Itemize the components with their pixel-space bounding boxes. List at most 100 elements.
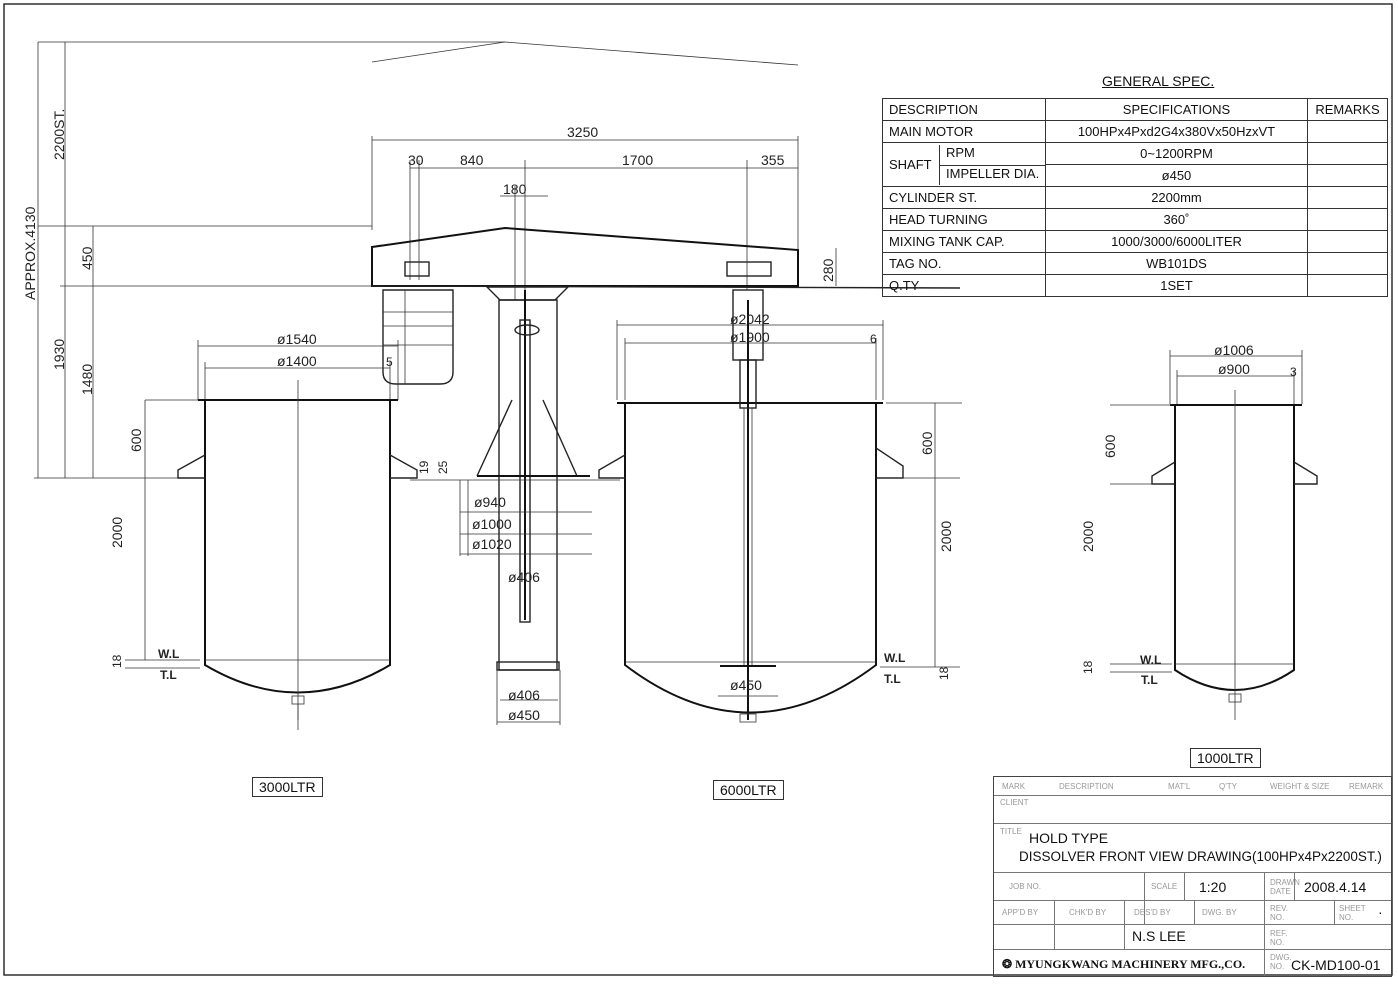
- dim-tank6000-inner: ø1900: [730, 329, 770, 345]
- tb-header-qty: Q'TY: [1219, 782, 1237, 791]
- dim-19: 19: [417, 460, 431, 474]
- dim-tank1000-inner: ø900: [1218, 361, 1250, 377]
- sheet-border: [3, 3, 1393, 976]
- dim-30: 30: [408, 152, 424, 168]
- tb-appd-by-label: APP'D BY: [1002, 908, 1039, 917]
- dim-col-940: ø940: [474, 494, 506, 510]
- tb-title-line2: DISSOLVER FRONT VIEW DRAWING(100HPx4Px22…: [1019, 849, 1382, 864]
- spec-row-head-turning: HEAD TURNING 360˚: [882, 208, 1389, 231]
- tank-6000-tag: 6000LTR: [713, 780, 784, 800]
- tb-designer: N.S LEE: [1132, 928, 1186, 944]
- tb-title-line1: HOLD TYPE: [1029, 830, 1109, 846]
- tb-dwg-no: CK-MD100-01: [1291, 957, 1381, 973]
- spec-label-shaft: SHAFT: [883, 144, 940, 185]
- spec-label: TAG NO.: [882, 252, 1046, 275]
- tb-header-description: DESCRIPTION: [1059, 782, 1114, 791]
- dim-180: 180: [503, 181, 527, 197]
- tb-sheet-no-label: SHEET NO.: [1339, 904, 1366, 922]
- tb-desd-by-label: DES'D BY: [1134, 908, 1171, 917]
- spec-label: Q.TY: [882, 274, 1046, 297]
- spec-row-shaft-impeller: ø450: [883, 164, 1389, 187]
- dim-600-1000: 600: [1102, 434, 1118, 458]
- spec-value-rpm: 0~1200RPM: [1045, 142, 1308, 165]
- dim-2000-6000: 2000: [938, 521, 954, 552]
- spec-row-main-motor: MAIN MOTOR 100HPx4Pxd2G4x380Vx50HzxVT: [882, 120, 1389, 143]
- tb-drawn-date: 2008.4.14: [1304, 879, 1367, 895]
- lifting-column: [410, 286, 620, 725]
- tank-3000-tag: 3000LTR: [252, 777, 323, 797]
- dim-impeller-450: ø450: [730, 677, 762, 693]
- tb-header-mark: MARK: [1002, 782, 1026, 791]
- wl-label-1000: W.L: [1140, 653, 1161, 667]
- spec-label: MAIN MOTOR: [882, 120, 1046, 143]
- dim-tank1000-outer: ø1006: [1214, 342, 1254, 358]
- spec-row-mixing-tank: MIXING TANK CAP. 1000/3000/6000LITER: [882, 230, 1389, 253]
- spec-value: WB101DS: [1045, 252, 1308, 275]
- spec-label-impeller: IMPELLER DIA.: [946, 165, 1040, 181]
- tb-dwg-no-label: DWG. NO.: [1270, 953, 1292, 971]
- spec-value-impeller: ø450: [1045, 164, 1308, 187]
- tb-client-label: CLIENT: [1000, 798, 1029, 807]
- spec-header-remarks: REMARKS: [1306, 98, 1389, 121]
- dim-3: 3: [1290, 365, 1297, 379]
- mixer-head: [371, 226, 961, 385]
- tb-header-matl: MAT'L: [1168, 782, 1191, 791]
- left-vertical-dimensions: [34, 42, 372, 669]
- top-dimensions: [371, 136, 837, 300]
- dim-25: 25: [436, 460, 450, 474]
- tb-title-label: TITLE: [1000, 827, 1022, 836]
- spec-value: 2200mm: [1045, 186, 1308, 209]
- stroke-label: 2200ST.: [51, 109, 67, 160]
- approx-height-label: APPROX.4130: [22, 206, 38, 300]
- tb-job-no-label: JOB NO.: [1009, 882, 1042, 891]
- dim-6: 6: [870, 332, 877, 346]
- dim-col-450: ø450: [508, 707, 540, 723]
- dim-col-406: ø406: [508, 687, 540, 703]
- tank-1000-tag: 1000LTR: [1190, 748, 1261, 768]
- dim-1930: 1930: [51, 339, 67, 370]
- dim-5: 5: [386, 355, 393, 369]
- spec-label-rpm: RPM: [940, 145, 1045, 166]
- spec-table-title: GENERAL SPEC.: [1102, 73, 1215, 89]
- wl-label-6000: W.L: [884, 651, 905, 665]
- tank-1000: [1110, 350, 1318, 720]
- dim-1480: 1480: [79, 364, 95, 395]
- dim-600-left: 600: [128, 428, 144, 452]
- stroke-envelope: [38, 41, 799, 66]
- spec-value: 360˚: [1045, 208, 1308, 231]
- spec-label: CYLINDER ST.: [882, 186, 1046, 209]
- spec-row-shaft-rpm: SHAFT RPM IMPELLER DIA. 0~1200RPM: [882, 142, 1389, 187]
- spec-row-cylinder: CYLINDER ST. 2200mm: [882, 186, 1389, 209]
- spec-value: 100HPx4Pxd2G4x380Vx50HzxVT: [1045, 120, 1308, 143]
- spec-value: 1SET: [1045, 274, 1308, 297]
- dim-2000-1000: 2000: [1080, 521, 1096, 552]
- dim-1700: 1700: [622, 152, 653, 168]
- wl-label-left: W.L: [158, 647, 179, 661]
- dim-tank6000-outer: ø2042: [730, 311, 770, 327]
- spec-label: HEAD TURNING: [882, 208, 1046, 231]
- tb-drawn-date-label: DRAWN DATE: [1270, 878, 1300, 896]
- dim-355: 355: [761, 152, 785, 168]
- company-logo-icon: ❂: [1002, 957, 1016, 971]
- tb-chkd-by-label: CHK'D BY: [1069, 908, 1107, 917]
- dim-450-vertical: 450: [79, 246, 95, 270]
- tank-3000: [177, 340, 418, 730]
- dim-600-6000: 600: [919, 431, 935, 455]
- spec-header-description: DESCRIPTION: [882, 98, 1046, 121]
- tb-header-remark: REMARK: [1349, 782, 1384, 791]
- dim-2000-left: 2000: [109, 517, 125, 548]
- dim-col-406-mid: ø406: [508, 569, 540, 585]
- tank-6000: [598, 289, 962, 723]
- tb-scale-label: SCALE: [1151, 882, 1178, 891]
- tb-company: ❂ MYUNGKWANG MACHINERY MFG.,CO.: [1002, 957, 1246, 971]
- dim-3250: 3250: [567, 124, 598, 140]
- tl-label-1000: T.L: [1141, 673, 1158, 687]
- dim-col-1000: ø1000: [472, 516, 512, 532]
- title-block: MARK DESCRIPTION MAT'L Q'TY WEIGHT & SIZ…: [993, 776, 1392, 977]
- tb-sheet-value: ·: [1378, 904, 1383, 920]
- tb-header-weight: WEIGHT & SIZE: [1270, 782, 1330, 791]
- dim-840: 840: [460, 152, 484, 168]
- general-spec-table: DESCRIPTION SPECIFICATIONS REMARKS MAIN …: [882, 98, 1389, 297]
